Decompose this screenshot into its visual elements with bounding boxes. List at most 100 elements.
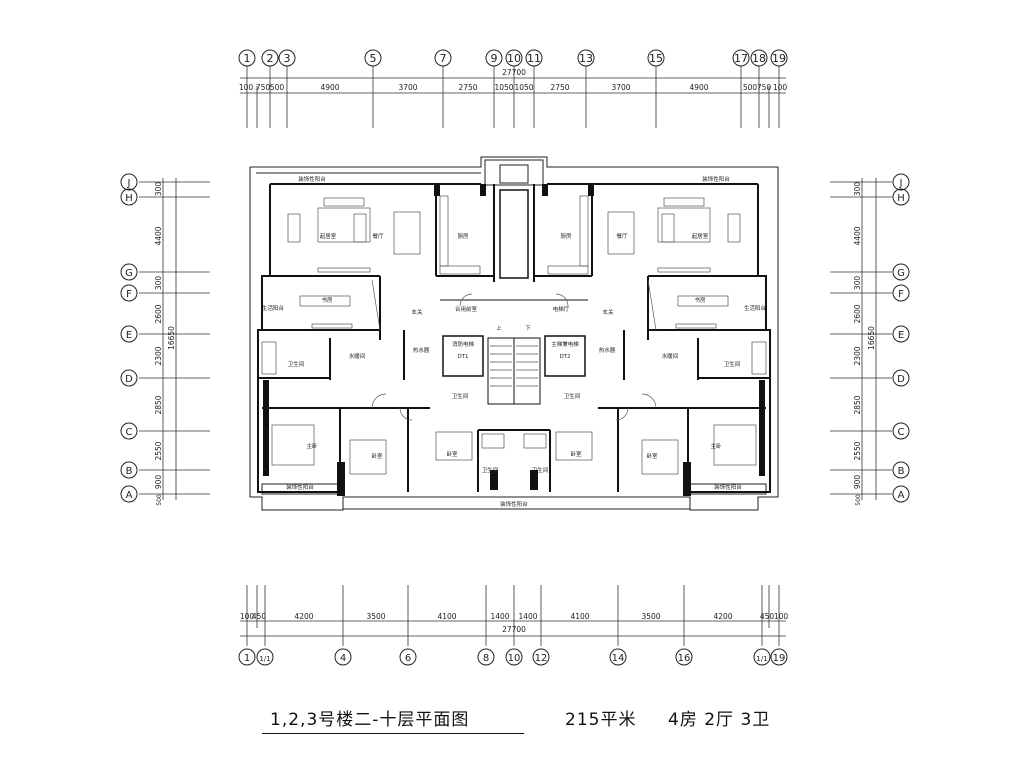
room-label: 生活阳台 xyxy=(262,304,285,312)
room-label: 厨房 xyxy=(457,232,469,240)
top-axis-label: 15 xyxy=(649,52,663,65)
bottom-axis-label: 12 xyxy=(535,653,548,664)
room-label: 装饰性阳台 xyxy=(500,500,528,508)
top-dim: 500 xyxy=(270,83,285,92)
bottom-axis-label: 19 xyxy=(773,653,786,664)
right-axis-label: G xyxy=(897,268,905,279)
top-overall-dim: 27700 xyxy=(502,68,526,77)
left-dim: 2550 xyxy=(154,441,163,460)
room-label: 装饰性阳台 xyxy=(286,483,314,491)
right-dim: 2300 xyxy=(853,346,862,365)
room-label: 餐厅 xyxy=(616,232,628,240)
room-label: 卧室 xyxy=(570,450,582,458)
top-dim: 2750 xyxy=(550,83,569,92)
bottom-dim: 450 xyxy=(252,612,267,621)
bottom-dim: 100 xyxy=(774,612,789,621)
top-axis-label: 5 xyxy=(370,52,377,65)
room-label: 卫生间 xyxy=(532,466,549,474)
room-label: 水暖间 xyxy=(662,352,679,360)
bottom-axis-label: 14 xyxy=(612,653,625,664)
room-label: 主卧 xyxy=(710,442,722,450)
room-label: 水暖间 xyxy=(349,352,366,360)
furniture xyxy=(261,195,767,475)
bottom-dim: 3500 xyxy=(641,612,660,621)
title-underline xyxy=(262,733,524,734)
room-label: 热水器 xyxy=(413,346,430,354)
top-dim: 4900 xyxy=(320,83,339,92)
right-axis-label: A xyxy=(898,490,905,501)
top-axis-label: 17 xyxy=(734,52,748,65)
room-label: 电梯厅 xyxy=(553,305,570,313)
left-dim: 4400 xyxy=(154,226,163,245)
left-dim: 300 xyxy=(154,182,163,197)
top-axis-label: 3 xyxy=(284,52,291,65)
top-dim: 100 xyxy=(239,83,254,92)
bottom-axis-label: 10 xyxy=(508,653,521,664)
left-dim: 500 xyxy=(156,494,163,506)
right-dim: 2850 xyxy=(853,395,862,414)
left-dim: 2300 xyxy=(154,346,163,365)
bottom-axis-label: 4 xyxy=(340,653,346,664)
left-axis-label: A xyxy=(126,490,133,501)
stair-label: 下 xyxy=(525,325,531,332)
right-dim: 2600 xyxy=(853,304,862,323)
top-axis-label: 2 xyxy=(267,52,274,65)
bottom-dim: 1400 xyxy=(490,612,509,621)
room-label: 卫生间 xyxy=(564,392,581,400)
right-axis-label: C xyxy=(898,427,905,438)
bottom-dim: 450 xyxy=(760,612,775,621)
top-dim: 4900 xyxy=(689,83,708,92)
interior-walls xyxy=(257,183,771,493)
top-dim: 2750 xyxy=(458,83,477,92)
right-axis-lines xyxy=(830,178,892,500)
room-label: 合用前室 xyxy=(455,305,478,313)
unit-rooms: 4房 2厅 3卫 xyxy=(668,710,771,730)
bottom-axis-label: 1/1 xyxy=(756,655,767,663)
room-label: 书房 xyxy=(321,296,333,304)
bottom-dim: 4200 xyxy=(294,612,313,621)
room-label: 餐厅 xyxy=(372,232,384,240)
room-label: 卫生间 xyxy=(482,466,499,474)
room-label: 装饰性阳台 xyxy=(702,175,730,183)
room-label: 卫生间 xyxy=(452,392,469,400)
bottom-dim: 4200 xyxy=(713,612,732,621)
right-dim: 300 xyxy=(853,276,862,291)
bottom-dim: 100 xyxy=(240,612,255,621)
room-label: DT1 xyxy=(457,354,468,360)
room-label: 厨房 xyxy=(560,232,572,240)
bottom-dim: 3500 xyxy=(366,612,385,621)
top-dim: 1050 xyxy=(514,83,533,92)
top-axis-label: 13 xyxy=(579,52,593,65)
room-label: 卧室 xyxy=(646,452,658,460)
left-axis-label: J xyxy=(127,178,131,189)
building-outline xyxy=(249,156,779,511)
right-dim: 900 xyxy=(853,475,862,490)
right-axis-label: F xyxy=(898,289,904,300)
bottom-axis-label: 1/1 xyxy=(259,655,270,663)
top-dim: 1050 xyxy=(494,83,513,92)
room-label: 生活阳台 xyxy=(744,304,767,312)
top-dim: 3700 xyxy=(611,83,630,92)
right-axis-bubbles xyxy=(892,173,910,503)
room-label: 卧室 xyxy=(371,452,383,460)
room-label: 卧室 xyxy=(446,450,458,458)
top-axis-label: 11 xyxy=(527,52,541,65)
left-axis-label: D xyxy=(125,374,133,385)
left-axis-label: E xyxy=(126,330,132,341)
right-axis-label: J xyxy=(899,178,903,189)
top-dim: 100 xyxy=(773,83,788,92)
left-axis-label: H xyxy=(125,193,133,204)
top-axis-label: 1 xyxy=(244,52,251,65)
top-dim: 750 xyxy=(757,83,772,92)
bottom-dim: 4100 xyxy=(570,612,589,621)
top-dimension-lines xyxy=(240,66,786,128)
stair-label: 上 xyxy=(496,324,502,332)
left-dim: 300 xyxy=(154,276,163,291)
bottom-axis-label: 6 xyxy=(405,653,411,664)
top-axis-label: 9 xyxy=(491,52,498,65)
right-axis-label: B xyxy=(898,466,905,477)
top-axis-label: 10 xyxy=(507,52,521,65)
room-label: 消防电梯 xyxy=(452,340,475,348)
room-label: 卫生间 xyxy=(288,360,305,368)
